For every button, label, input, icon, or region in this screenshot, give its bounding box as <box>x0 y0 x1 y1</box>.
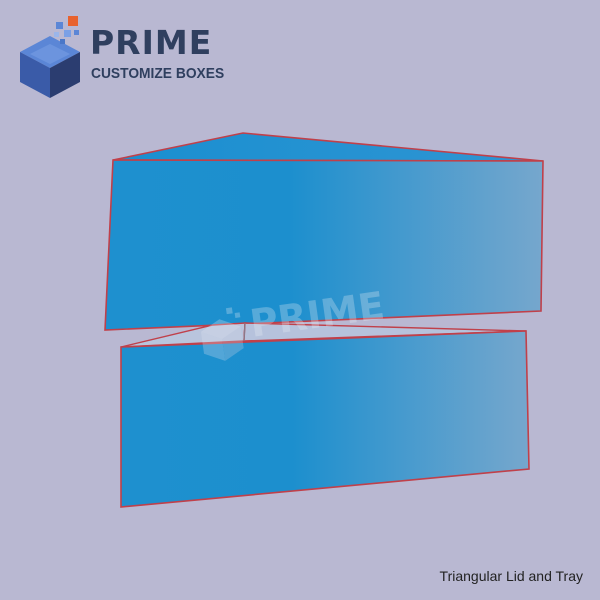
tray <box>120 322 530 508</box>
cube-right-face <box>50 52 80 98</box>
brand-logo: PRIME CUSTOMIZE BOXES <box>14 14 244 104</box>
lid <box>104 132 544 331</box>
lid-front-panel <box>104 159 544 331</box>
lid-top-triangle <box>112 132 544 162</box>
watermark-cube-icon <box>200 307 244 361</box>
tray-front-panel <box>120 330 530 508</box>
brand-name: PRIME <box>90 23 213 62</box>
product-caption: Triangular Lid and Tray <box>439 568 583 584</box>
accent-pixel <box>68 16 78 26</box>
brand-tagline: CUSTOMIZE BOXES <box>91 65 225 82</box>
cube-left-face <box>20 52 50 98</box>
cube-logo-icon <box>20 16 80 98</box>
